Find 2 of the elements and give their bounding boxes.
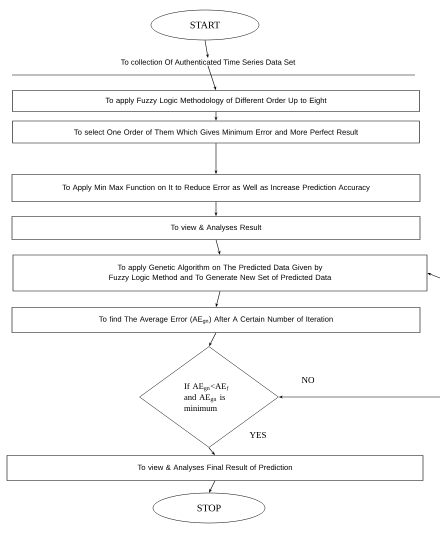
edge-label: NO <box>300 376 316 384</box>
edge-label: YES <box>248 430 268 440</box>
